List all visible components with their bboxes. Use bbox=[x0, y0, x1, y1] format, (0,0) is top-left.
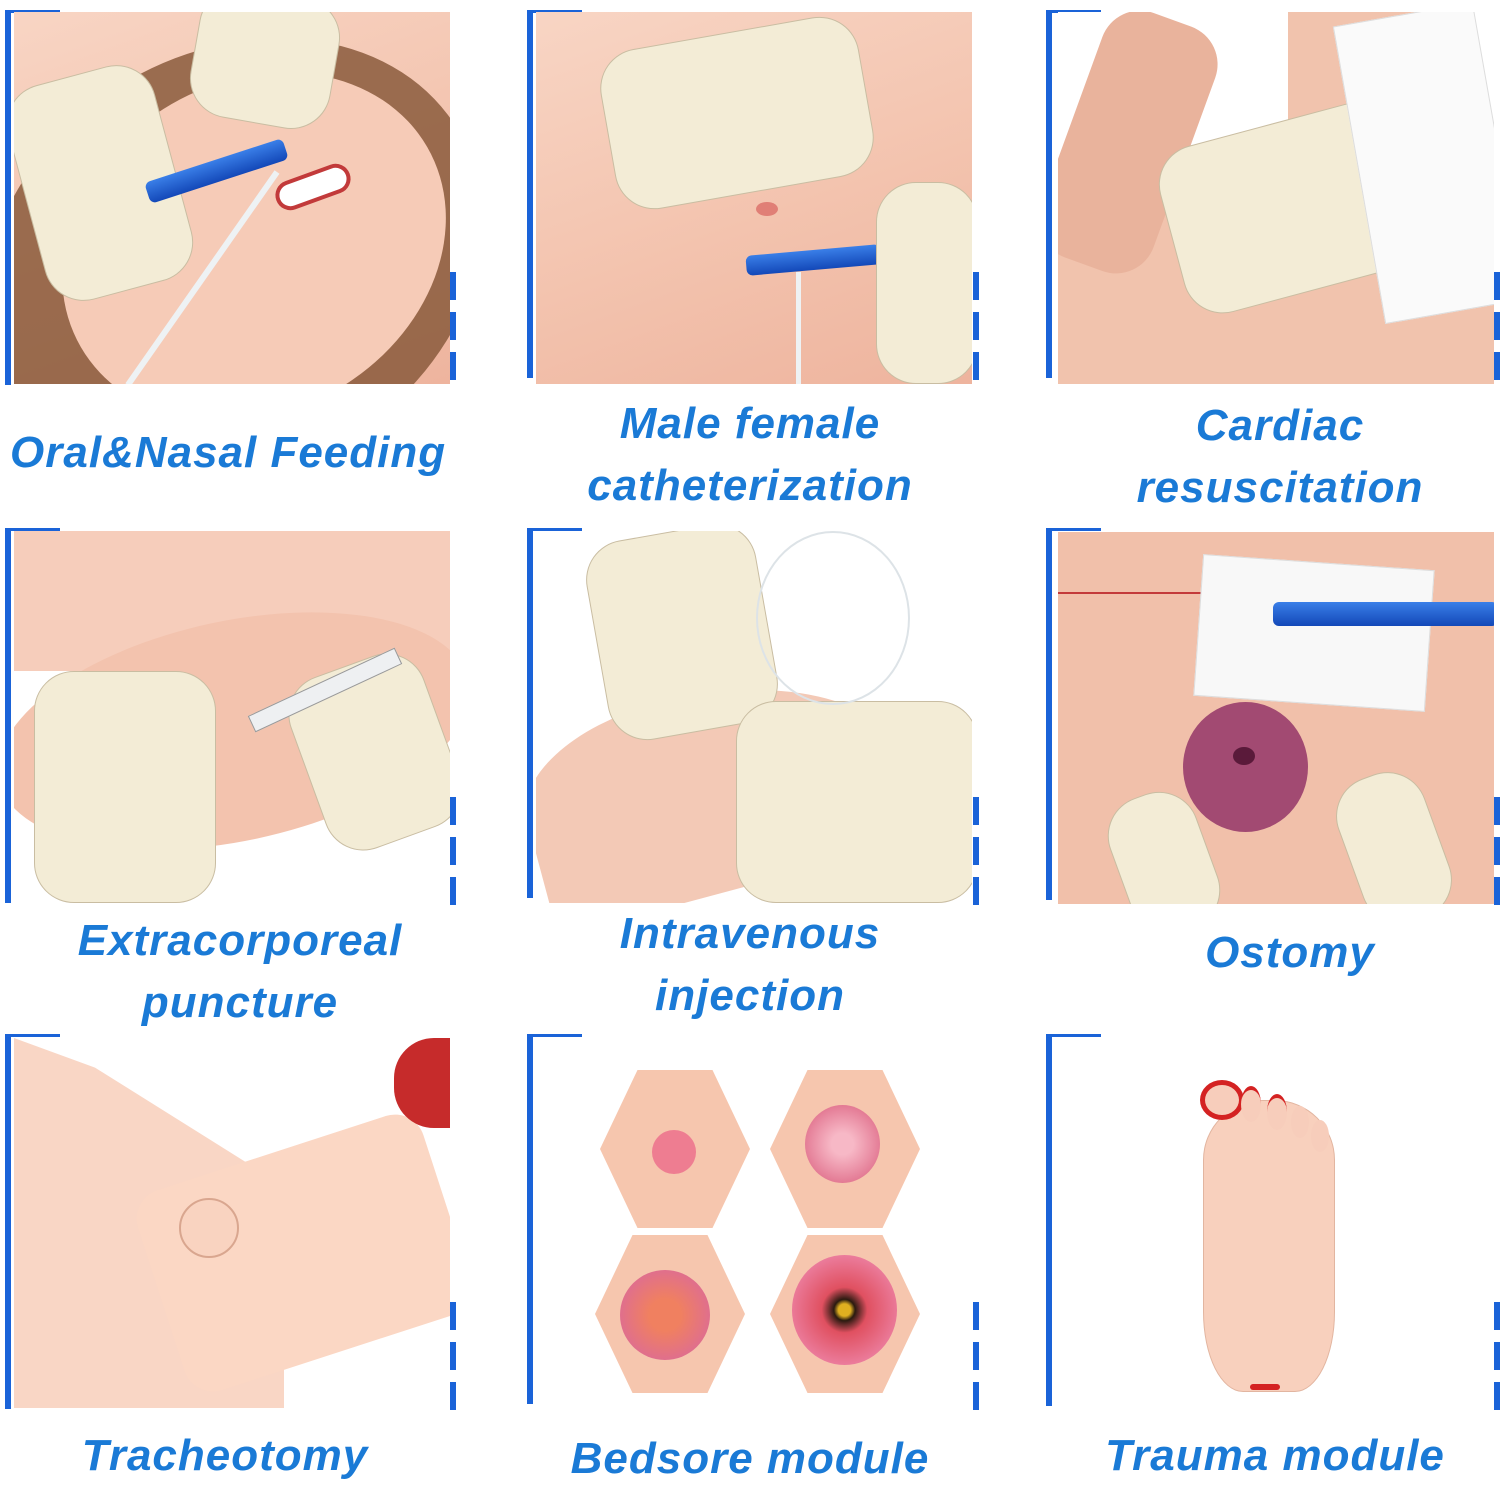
bracket-dash bbox=[450, 797, 456, 825]
bracket-dash bbox=[1494, 1342, 1500, 1370]
bracket-dash bbox=[1494, 837, 1500, 865]
cell-bedsore-module: Bedsore module bbox=[500, 1020, 1000, 1495]
bracket-top bbox=[5, 1034, 60, 1037]
bracket-dash bbox=[1494, 877, 1500, 905]
bracket-dash bbox=[1494, 1302, 1500, 1330]
cell-oral-nasal-feeding: Oral&Nasal Feeding bbox=[0, 0, 500, 510]
foot-sole bbox=[1203, 1100, 1335, 1392]
bracket-dash bbox=[973, 1302, 979, 1330]
bracket-left bbox=[527, 10, 533, 378]
caption-catheterization: Male female catheterization bbox=[587, 399, 913, 510]
bracket-left bbox=[1046, 1034, 1052, 1406]
bracket-left bbox=[1046, 528, 1052, 900]
bracket-dash bbox=[973, 352, 979, 380]
bracket-dash bbox=[1494, 797, 1500, 825]
illustration-bedsore-module bbox=[590, 1065, 930, 1395]
bracket-dash bbox=[973, 837, 979, 865]
bracket-dash bbox=[450, 272, 456, 300]
illustration-catheterization bbox=[536, 12, 972, 384]
illustration-tracheotomy bbox=[14, 1038, 450, 1408]
bracket-dash bbox=[1494, 312, 1500, 340]
bracket-top bbox=[1046, 10, 1101, 13]
bracket-dash bbox=[973, 797, 979, 825]
bracket-dash bbox=[973, 1342, 979, 1370]
cell-intravenous-injection: Intravenous injection bbox=[500, 510, 1000, 1020]
illustration-cardiac-resuscitation bbox=[1058, 12, 1494, 384]
bracket-dash bbox=[1494, 272, 1500, 300]
caption-intravenous-injection: Intravenous injection bbox=[619, 909, 881, 1020]
bracket-top bbox=[527, 528, 582, 531]
bracket-dash bbox=[973, 877, 979, 905]
bracket-top bbox=[1046, 528, 1101, 531]
bracket-left bbox=[5, 1034, 11, 1409]
bracket-dash bbox=[450, 877, 456, 905]
bracket-top bbox=[5, 528, 60, 531]
bracket-dash bbox=[973, 272, 979, 300]
caption-ostomy: Ostomy bbox=[1205, 928, 1375, 977]
cell-extracorporeal-puncture: Extracorporeal puncture bbox=[0, 510, 500, 1027]
bracket-left bbox=[5, 528, 11, 903]
bracket-top bbox=[527, 1034, 582, 1037]
illustration-intravenous-injection bbox=[536, 531, 972, 903]
bracket-left bbox=[5, 10, 11, 385]
illustration-oral-nasal-feeding bbox=[14, 12, 450, 384]
caption-extracorporeal-puncture: Extracorporeal puncture bbox=[77, 916, 403, 1027]
caption-trauma-module: Trauma module bbox=[1105, 1431, 1445, 1480]
bracket-dash bbox=[973, 312, 979, 340]
bracket-dash bbox=[450, 312, 456, 340]
cell-ostomy: Ostomy bbox=[1000, 510, 1500, 1020]
bracket-dash bbox=[1494, 1382, 1500, 1410]
cell-trauma-module: Trauma module bbox=[1000, 1020, 1500, 1495]
bracket-dash bbox=[450, 837, 456, 865]
bracket-left bbox=[527, 1034, 533, 1404]
caption-tracheotomy: Tracheotomy bbox=[81, 1431, 369, 1480]
bracket-left bbox=[527, 528, 533, 898]
caption-cardiac-resuscitation: Cardiac resuscitation bbox=[1136, 401, 1424, 512]
bracket-dash bbox=[450, 1382, 456, 1410]
illustration-trauma-module bbox=[1195, 1080, 1345, 1400]
caption-oral-nasal-feeding: Oral&Nasal Feeding bbox=[10, 428, 447, 477]
cell-cardiac-resuscitation: Cardiac resuscitation bbox=[1000, 0, 1500, 512]
bracket-top bbox=[5, 10, 60, 13]
bracket-dash bbox=[450, 352, 456, 380]
bracket-top bbox=[1046, 1034, 1101, 1037]
illustration-extracorporeal-puncture bbox=[14, 531, 450, 903]
caption-bedsore-module: Bedsore module bbox=[570, 1434, 930, 1483]
bracket-dash bbox=[973, 1382, 979, 1410]
illustration-ostomy bbox=[1058, 532, 1494, 904]
bracket-dash bbox=[450, 1302, 456, 1330]
cell-tracheotomy: Tracheotomy bbox=[0, 1020, 500, 1495]
bracket-dash bbox=[450, 1342, 456, 1370]
bracket-dash bbox=[1494, 352, 1500, 380]
bracket-top bbox=[527, 10, 582, 13]
cell-catheterization: Male female catheterization bbox=[500, 0, 1000, 510]
bracket-left bbox=[1046, 10, 1052, 378]
